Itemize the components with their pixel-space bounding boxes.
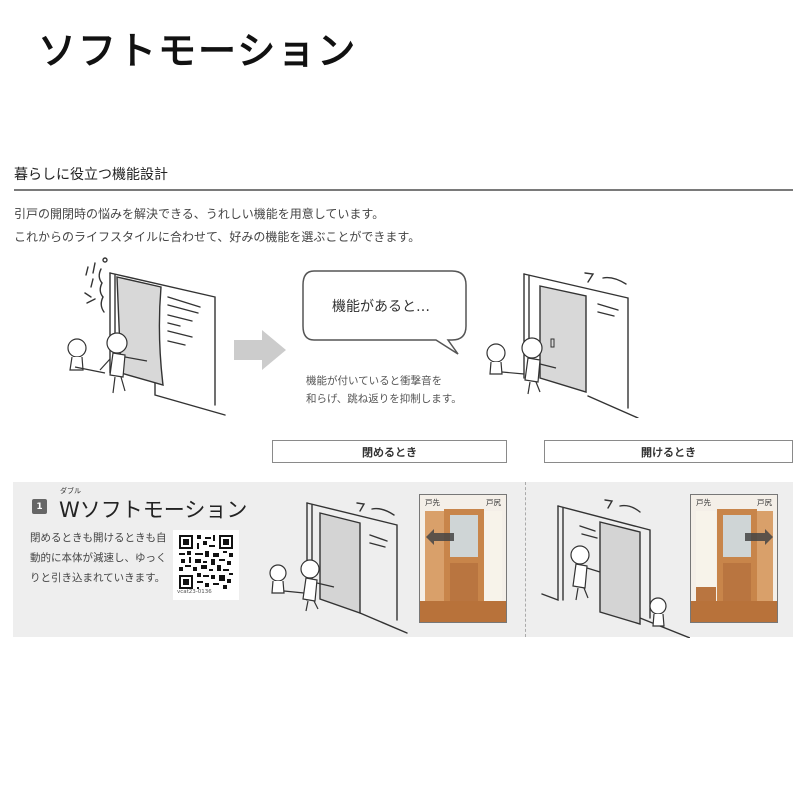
function-caption: 機能が付いていると衝撃音を 和らげ、跳ね返りを抑制します。	[306, 372, 462, 408]
door-photo-opening-image	[691, 495, 777, 622]
feature-number-badge: 1	[32, 499, 47, 514]
qr-code-box[interactable]: vcat23-0136	[173, 530, 239, 600]
speech-bubble	[302, 270, 467, 355]
opening-door-illustration	[541, 499, 690, 638]
closing-door-illustration	[269, 502, 408, 634]
door-slam-illustration	[67, 257, 226, 416]
intro-text-line-2: これからのライフスタイルに合わせて、好みの機能を選ぶことができます。	[14, 230, 421, 244]
qr-code-icon	[179, 535, 233, 589]
intro-text-line-1: 引戸の開閉時の悩みを解決できる、うれしい機能を用意しています。	[14, 207, 385, 221]
door-tip-label: 戸先	[425, 498, 440, 507]
section-heading: 暮らしに役立つ機能設計	[14, 167, 168, 183]
feature-desc-line-3: りと引き込まれていきます。	[30, 572, 166, 584]
page-title: ソフトモーション	[38, 29, 358, 73]
door-back-label: 戸尻	[486, 498, 501, 507]
arrow-right-icon	[234, 330, 286, 370]
caption-line-1: 機能が付いていると衝撃音を	[306, 375, 443, 387]
feature-desc-line-1: 閉めるときも開けるときも自	[30, 532, 167, 544]
door-soft-close-illustration	[486, 272, 639, 418]
qr-caption: vcat23-0136	[177, 589, 212, 595]
door-photo-closing-image	[420, 495, 506, 622]
door-tip-label: 戸先	[696, 498, 711, 507]
feature-title: Wソフトモーション	[59, 498, 248, 522]
door-back-label: 戸尻	[757, 498, 772, 507]
feature-description: 閉めるときも開けるときも自 動的に本体が減速し、ゆっく りと引き込まれていきます…	[30, 528, 170, 588]
caption-line-2: 和らげ、跳ね返りを抑制します。	[306, 393, 462, 405]
door-photo-opening: 戸先 戸尻	[690, 494, 778, 623]
bubble-text: 機能があると…	[332, 299, 430, 315]
section-divider	[14, 189, 793, 191]
feature-ruby: ダブル	[60, 487, 81, 495]
opening-label: 開けるとき	[544, 440, 793, 463]
door-photo-closing: 戸先 戸尻	[419, 494, 507, 623]
panel-divider	[525, 482, 526, 637]
feature-desc-line-2: 動的に本体が減速し、ゆっく	[30, 552, 167, 564]
closing-label: 閉めるとき	[272, 440, 507, 463]
